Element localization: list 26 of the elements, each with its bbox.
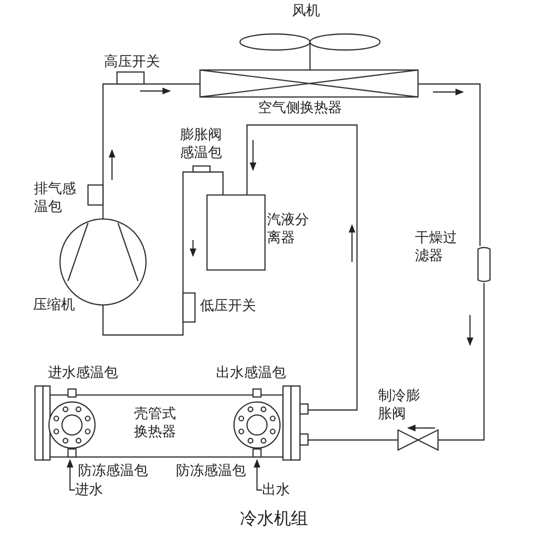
component-label: 排气感温包 xyxy=(34,180,77,216)
component-label: 空气侧换热器 xyxy=(258,99,343,117)
pipe-line xyxy=(438,283,485,441)
pipe-line xyxy=(418,83,481,246)
component-label: 汽液分离器 xyxy=(267,211,310,247)
sensor-label: 出水感温包 xyxy=(216,364,286,382)
caption: 冷水机组 xyxy=(240,508,308,530)
pipe-line xyxy=(102,83,200,219)
fan-label: 风机 xyxy=(292,2,321,20)
water-label: 出水 xyxy=(262,481,291,499)
component-label: 膨胀阀感温包 xyxy=(180,126,223,162)
water-flow-arrow xyxy=(254,459,262,491)
component-label: 干燥过滤器 xyxy=(415,229,458,265)
water-flow-arrow xyxy=(66,459,75,491)
component-label: 壳管式换热器 xyxy=(134,405,177,441)
component-label: 压缩机 xyxy=(33,296,76,314)
component-label: 制冷膨胀阀 xyxy=(378,387,421,423)
sensor-label: 防冻感温包 xyxy=(176,462,246,480)
pipe-line xyxy=(246,124,358,411)
pipe-line xyxy=(102,171,224,336)
sensor-label: 防冻感温包 xyxy=(78,462,148,480)
component-label: 高压开关 xyxy=(104,53,161,71)
pipe-line xyxy=(308,439,398,441)
water-label: 进水 xyxy=(75,481,104,499)
sensor-label: 进水感温包 xyxy=(48,364,118,382)
component-label: 低压开关 xyxy=(200,297,257,315)
